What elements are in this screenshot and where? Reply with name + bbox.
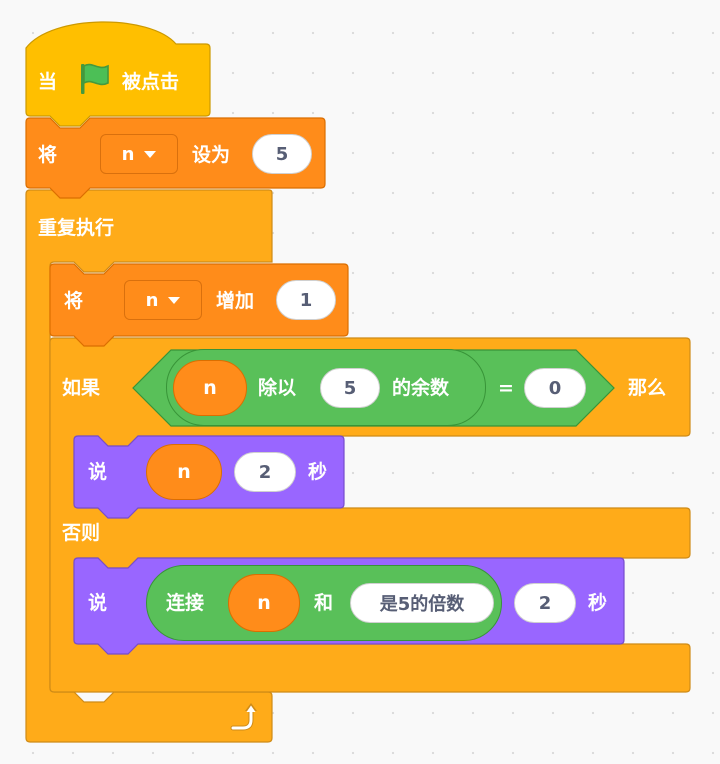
join-reporter-n[interactable]: n bbox=[228, 574, 300, 632]
join-text-input[interactable]: 是5的倍数 bbox=[350, 583, 494, 623]
set-label: 将 bbox=[38, 144, 58, 166]
change-by-label: 增加 bbox=[216, 290, 255, 312]
say-secs-input[interactable]: 2 bbox=[234, 452, 296, 492]
join-and-label: 和 bbox=[314, 592, 334, 614]
hat-prefix-label: 当 bbox=[38, 71, 58, 93]
say-message-reporter-n[interactable]: n bbox=[146, 444, 222, 500]
say-secs-input-else[interactable]: 2 bbox=[514, 583, 576, 623]
mod-divisor-input[interactable]: 5 bbox=[320, 368, 380, 408]
else-label: 否则 bbox=[62, 522, 101, 544]
variable-dropdown[interactable]: n bbox=[100, 134, 178, 174]
loop-arrow-icon bbox=[230, 703, 257, 731]
forever-label: 重复执行 bbox=[38, 217, 115, 239]
variable-dropdown-value: n bbox=[145, 289, 159, 311]
secs-label: 秒 bbox=[308, 461, 328, 483]
variable-reporter-n[interactable]: n bbox=[173, 360, 247, 416]
equals-sign-label: = bbox=[498, 377, 514, 399]
green-flag-icon bbox=[81, 63, 109, 94]
hat-suffix-label: 被点击 bbox=[122, 71, 180, 93]
mod-suffix-label: 的余数 bbox=[392, 377, 450, 399]
if-label: 如果 bbox=[62, 377, 101, 399]
when-flag-clicked-hat-block bbox=[25, 21, 211, 127]
chevron-down-icon bbox=[144, 150, 157, 158]
mod-label: 除以 bbox=[258, 377, 297, 399]
variable-dropdown-value: n bbox=[121, 143, 135, 165]
say-label-else: 说 bbox=[88, 592, 108, 614]
say-label: 说 bbox=[88, 461, 108, 483]
then-label: 那么 bbox=[628, 377, 667, 399]
set-value-input[interactable]: 5 bbox=[252, 134, 312, 174]
change-label: 将 bbox=[64, 290, 84, 312]
equals-right-input[interactable]: 0 bbox=[524, 368, 586, 408]
secs-label-else: 秒 bbox=[588, 592, 608, 614]
chevron-down-icon bbox=[168, 296, 181, 304]
change-value-input[interactable]: 1 bbox=[276, 280, 336, 320]
join-label: 连接 bbox=[166, 592, 205, 614]
set-to-label: 设为 bbox=[192, 144, 231, 166]
variable-dropdown-change[interactable]: n bbox=[124, 280, 202, 320]
